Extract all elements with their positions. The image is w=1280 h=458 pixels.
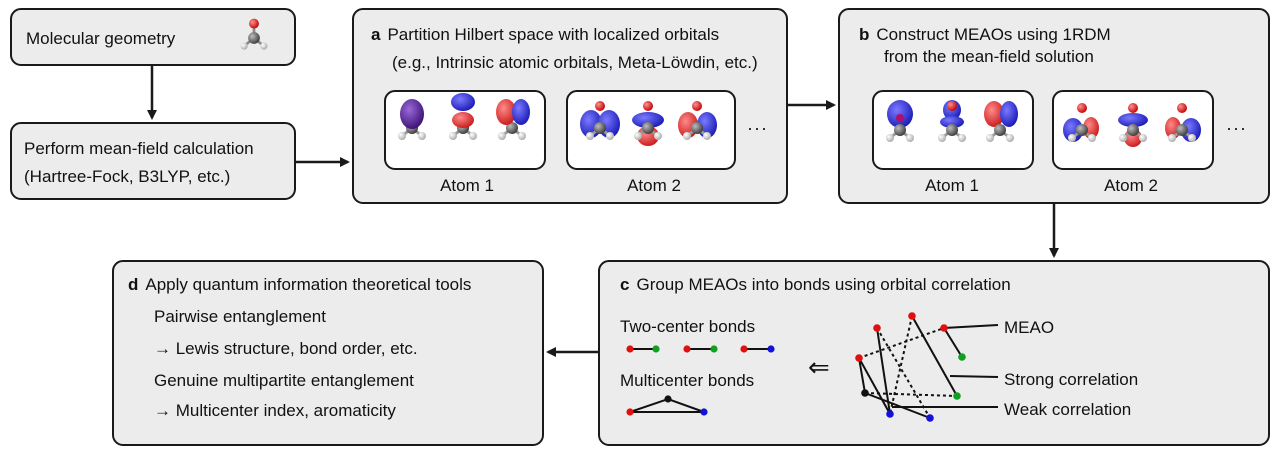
legend-meao: MEAO	[1004, 318, 1055, 337]
pairwise-entanglement-result: → Lewis structure, bond order, etc.	[154, 339, 418, 358]
panel-b-atom1-orbital-3	[984, 101, 1018, 142]
panel-b-atom1-orbital-1	[886, 100, 914, 142]
panel-b-atom1-orbital-2	[938, 100, 966, 142]
panel-c-letter: c	[620, 275, 630, 294]
panel-b-atom2-label: Atom 2	[1104, 176, 1158, 195]
legend-strong-correlation: Strong correlation	[1004, 370, 1139, 389]
formaldehyde-molecule-icon	[240, 18, 268, 50]
two-center-bonds-label: Two-center bonds	[620, 317, 756, 336]
pairwise-entanglement-label: Pairwise entanglement	[154, 307, 326, 326]
panel-b-atom1-label: Atom 1	[925, 176, 979, 195]
panel-b-atom2-orbital-1	[1063, 103, 1099, 142]
panel-a-title: a Partition Hilbert space with localized …	[371, 24, 719, 45]
implies-arrow: ⇐	[808, 352, 830, 382]
panel-c-title: c Group MEAOs into bonds using orbital co…	[620, 274, 1011, 295]
panel-a-atom2-label: Atom 2	[627, 176, 681, 195]
legend-weak-correlation: Weak correlation	[1004, 400, 1132, 419]
panel-a-letter: a	[371, 25, 381, 44]
panel-a-atom2-orbital-2	[632, 101, 664, 146]
mean-field-methods: (Hartree-Fock, B3LYP, etc.)	[24, 167, 231, 186]
panel-d-title: d Apply quantum information theoretical t…	[128, 274, 471, 295]
panel-d: d Apply quantum information theoretical t…	[112, 260, 544, 446]
panel-b-title-text: Construct MEAOs using 1RDM	[876, 25, 1111, 44]
panel-a-atom1-orbital-1	[398, 99, 426, 140]
panel-b-title: b Construct MEAOs using 1RDM	[859, 24, 1111, 45]
panel-c-title-text: Group MEAOs into bonds using orbital cor…	[636, 275, 1011, 294]
panel-c: c Group MEAOs into bonds using orbital co…	[598, 260, 1270, 446]
panel-a-subtitle: (e.g., Intrinsic atomic orbitals, Meta-L…	[392, 53, 758, 72]
panel-b-subtitle: from the mean-field solution	[884, 47, 1094, 66]
panel-d-letter: d	[128, 275, 139, 294]
panel-a-title-text: Partition Hilbert space with localized o…	[387, 25, 720, 44]
orbital-correlation-network	[855, 312, 999, 422]
panel-a-atom1-orbital-3	[496, 99, 530, 140]
panel-d-title-text: Apply quantum information theoretical to…	[145, 275, 472, 294]
panel-b-ellipsis: ···	[1226, 118, 1247, 138]
panel-b-atom2-orbital-3	[1165, 103, 1201, 142]
panel-a-ellipsis: ···	[747, 118, 768, 138]
two-center-bond-icons	[626, 345, 775, 353]
panel-b-letter: b	[859, 25, 870, 44]
multicenter-bond-icon	[626, 395, 708, 416]
molecular-geometry-label: Molecular geometry	[26, 29, 176, 48]
mean-field-box: Perform mean-field calculation (Hartree-…	[10, 122, 296, 200]
mean-field-label: Perform mean-field calculation	[24, 139, 254, 158]
multicenter-bonds-label: Multicenter bonds	[620, 371, 755, 390]
panel-a-atom2-orbital-1	[580, 101, 620, 140]
panel-a-atom1-label: Atom 1	[440, 176, 494, 195]
panel-b-atom2-orbital-2	[1118, 103, 1148, 147]
panel-a-atom1-orbital-2	[449, 93, 477, 140]
panel-a-atom2-orbital-3	[678, 101, 717, 140]
multipartite-entanglement-label: Genuine multipartite entanglement	[154, 371, 414, 390]
multipartite-entanglement-result: → Multicenter index, aromaticity	[154, 401, 396, 420]
